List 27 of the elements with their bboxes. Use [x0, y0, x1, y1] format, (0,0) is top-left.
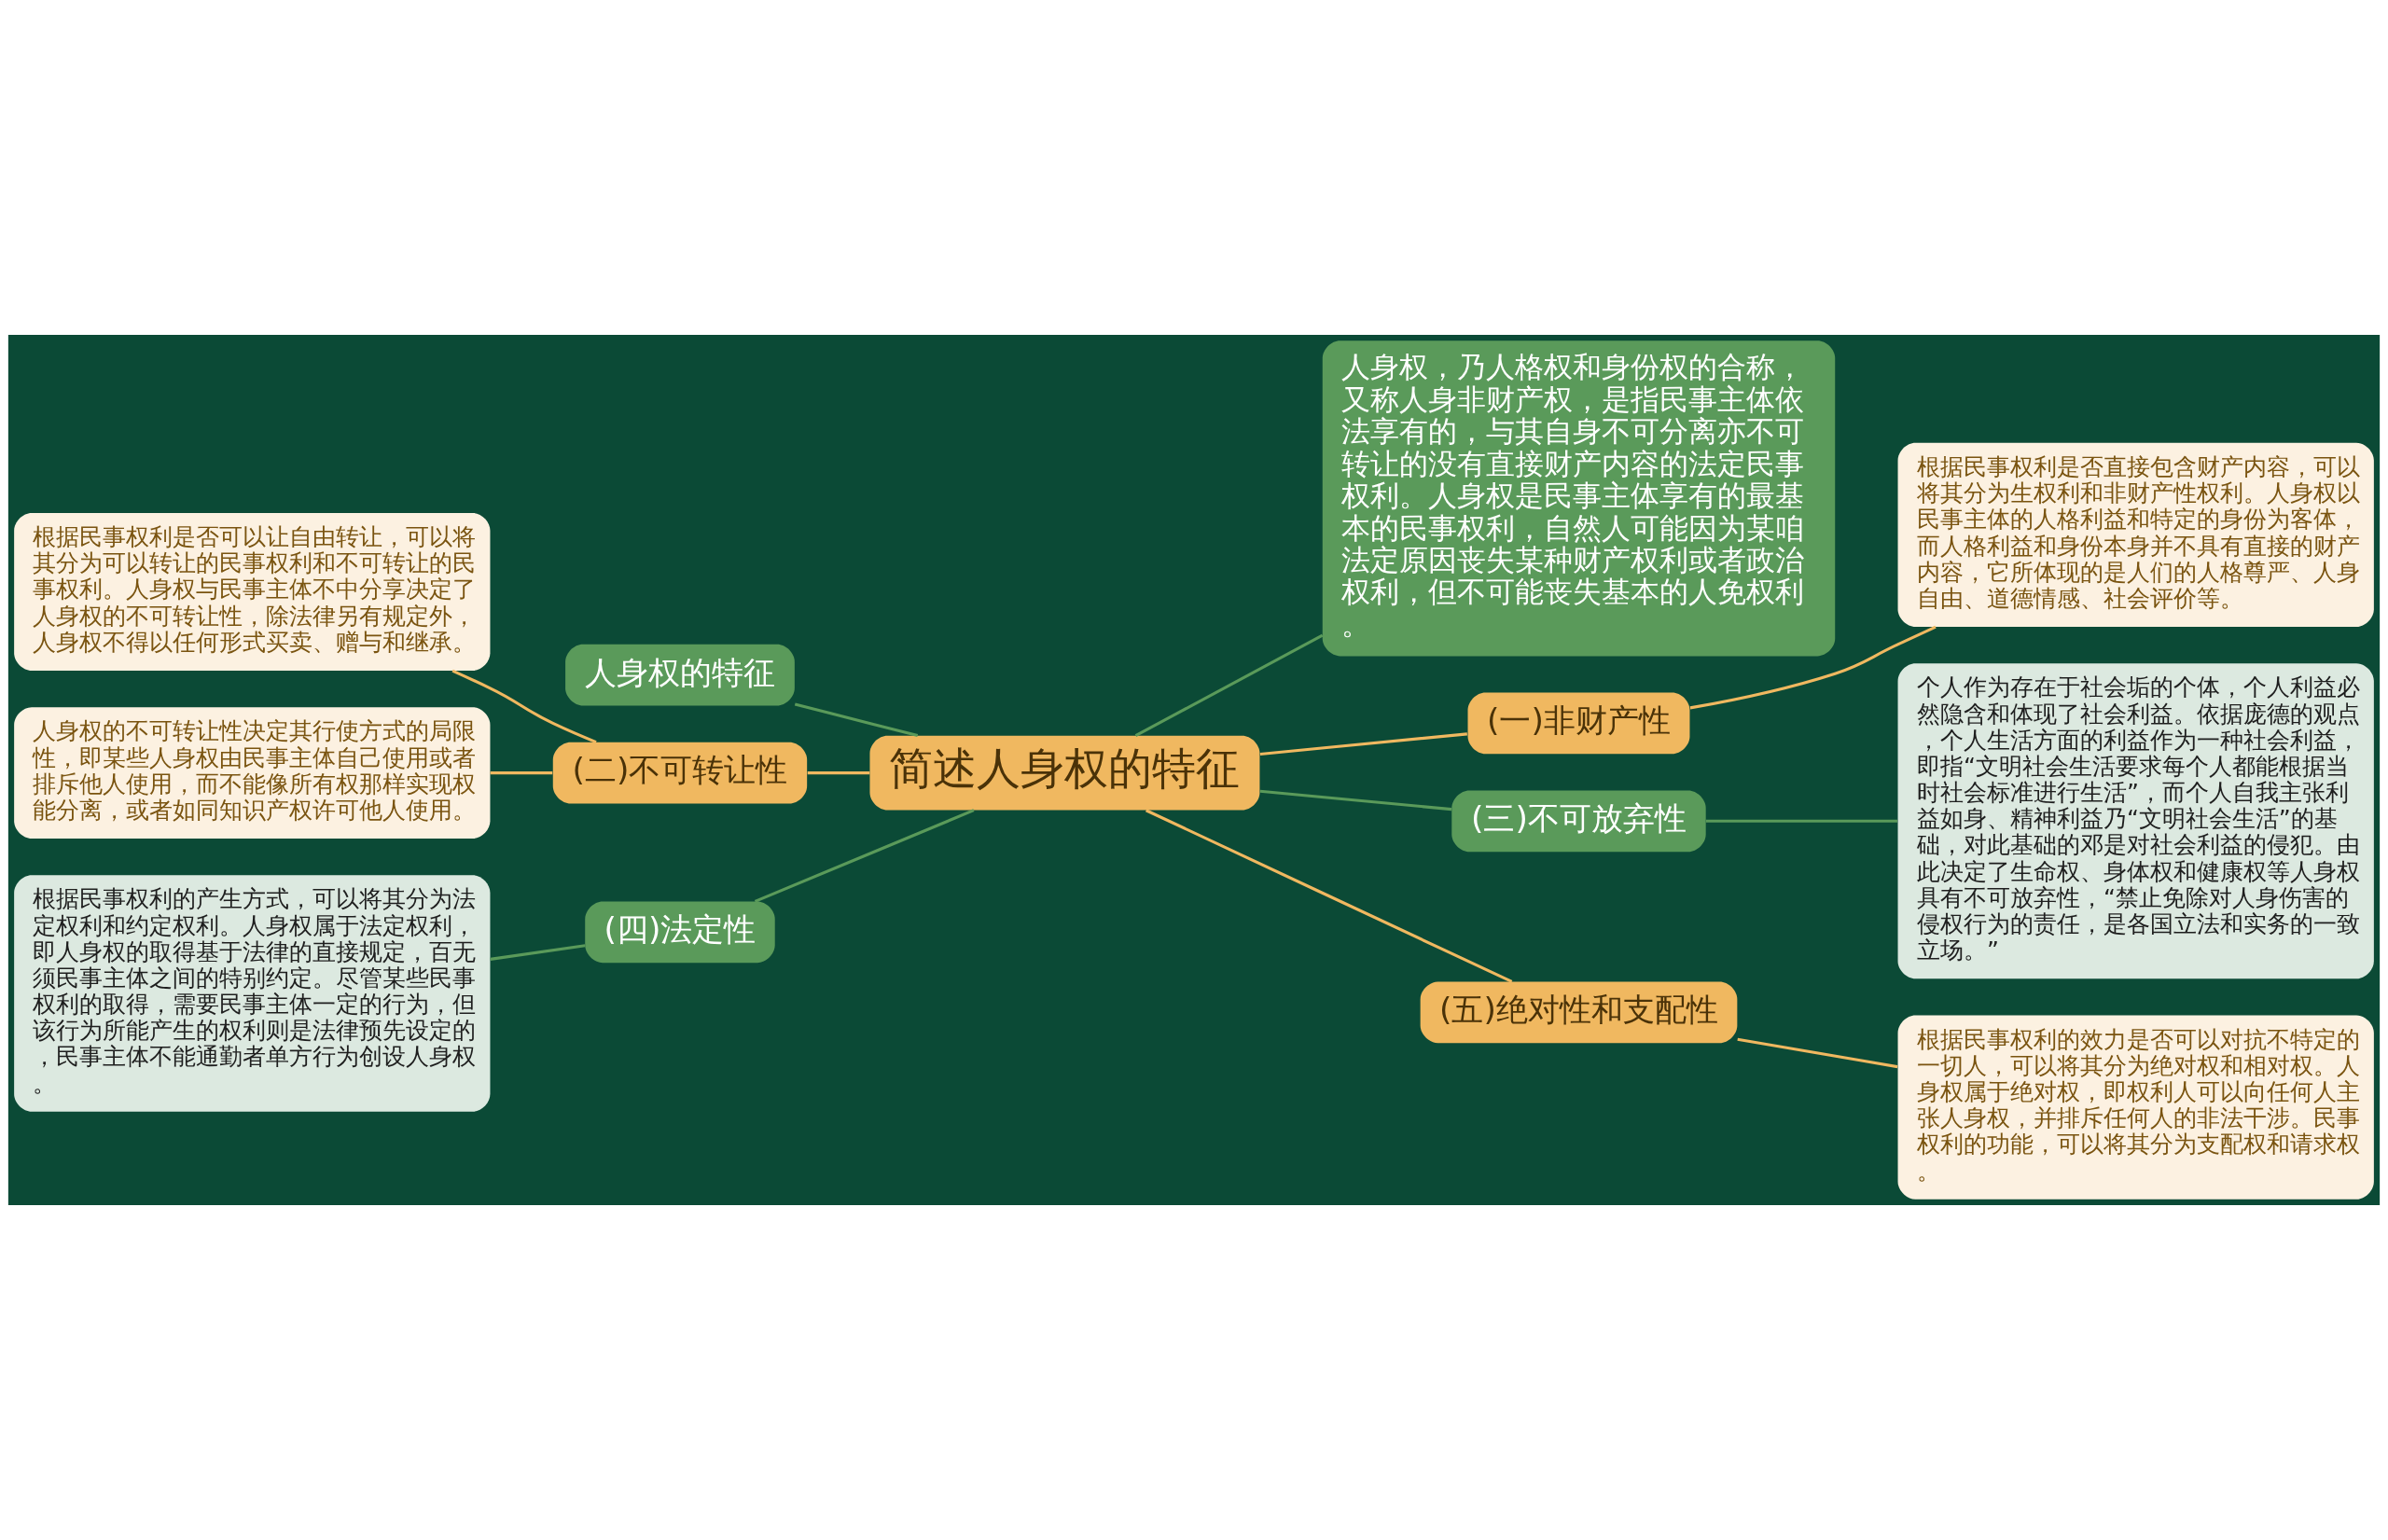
node-box: (二)不可转让性 [552, 742, 808, 804]
connector [1259, 789, 1452, 812]
node-box: (五)绝对性和支配性 [1420, 981, 1738, 1044]
connector [794, 702, 919, 738]
node-box: (一)非财产性 [1467, 692, 1690, 755]
connector [1259, 732, 1467, 756]
node-box: 根据民事权利是否可以让自由转让，可以将其分为可以转让的民事权利和不可转让的民事权利。人身权与民事主体不中分享决定了人身权的不可转让性，除法律另有规定外，人身权不得以任何形式买卖、赠与和继承。 [14, 513, 491, 672]
connector [1689, 625, 1937, 710]
connector [1145, 809, 1513, 983]
node-box: 人身权，乃人格权和身份权的合称，又称人身非财产权，是指民事主体依法享有的，与其自身不可分离亦不可转让的没有直接财产内容的法定民事权利。人身权是民事主体享有的最基本的民事权利，自然人可能因为某咱法定原因丧失某种财产权利或者政治权利，但不可能丧失基本的人免权利。 [1322, 340, 1836, 657]
node-box: (四)法定性 [585, 901, 775, 964]
connector [1134, 633, 1324, 737]
node-box: 简述人身权的特征 [869, 735, 1260, 811]
node-box: 根据民事权利的产生方式，可以将其分为法定权利和约定权利。人身权属于法定权利，即人身权的取得基于法律的直接规定，百无须民事主体之间的特别约定。尽管某些民事权利的取得，需要民事主体一定的行为，但该行为所能产生的权利则是法律预先设定的，民事主体不能通勤者单方行为创设人身权。 [14, 875, 491, 1112]
connector [1705, 819, 1897, 823]
node-box: 根据民事权利的效力是否可以对抗不特定的一切人，可以将其分为绝对权和相对权。人身权属于绝对权，即权利人可以向任何人主张人身权，并排斥任何人的非法干涉。民事权利的功能，可以将其分为支配权和请求权。 [1897, 1015, 2374, 1200]
node-box: 人身权的特征 [565, 644, 795, 706]
node-box: 根据民事权利是否直接包含财产内容，可以将其分为生权利和非财产性权利。人身权以民事主体的人格利益和特定的身份为客体，而人格利益和身份本身并不具有直接的财产内容，它所体现的是人们的人格尊严、人身自由、道德情感、社会评价等。 [1897, 442, 2374, 628]
node-box: 个人作为存在于社会垢的个体，个人利益必然隐含和体现了社会利益。依据庞德的观点，个人生活方面的利益作为一种社会利益，即指“文明社会生活要求每个人都能根据当时社会标准进行生活”，而个人自我主张利益如身、精神利益乃“文明社会生活”的基础，对此基础的邓是对社会利益的侵犯。由此决定了生命权、身体权和健康权等人身权具有不可放弃性，“禁止免除对人身伤害的侵权行为的责任，是各国立法和实务的一致立场。” [1897, 663, 2374, 979]
connector [754, 809, 975, 903]
connector [451, 669, 597, 744]
connector [807, 771, 870, 775]
connector [1737, 1037, 1898, 1069]
node-box: (三)不可放弃性 [1451, 790, 1706, 853]
connector [490, 944, 586, 961]
node-box: 人身权的不可转让性决定其行使方式的局限性，即某些人身权由民事主体自己使用或者排斥他人使用，而不能像所有权那样实现权能分离，或者如同知识产权许可他人使用。 [14, 707, 491, 839]
connector [490, 771, 553, 775]
